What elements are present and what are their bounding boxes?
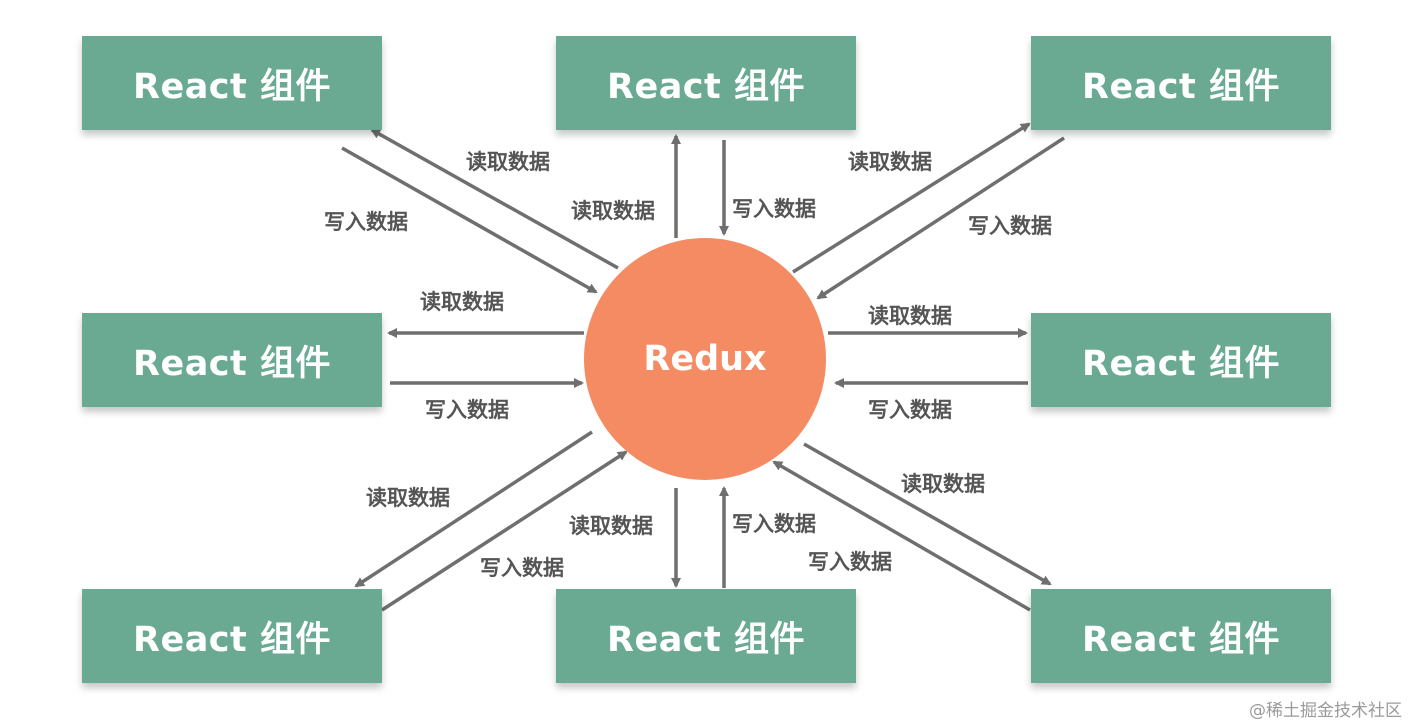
arrow-read-bottom-left	[354, 430, 593, 588]
react-component-middle-left: React 组件	[82, 313, 382, 407]
react-component-top-right: React 组件	[1031, 36, 1331, 130]
label-write-middle-right: 写入数据	[868, 398, 952, 422]
react-component-bottom-center: React 组件	[556, 589, 856, 683]
watermark: @稀土掘金技术社区	[1249, 701, 1402, 721]
label-write-top-left: 写入数据	[324, 210, 408, 234]
label-write-top-right: 写入数据	[968, 214, 1052, 238]
arrow-write-bottom-right	[772, 460, 1031, 612]
label-read-top-right: 读取数据	[848, 150, 932, 174]
label-write-bottom-center: 写入数据	[732, 512, 816, 536]
label-read-top-center: 读取数据	[571, 199, 655, 223]
react-component-top-left: React 组件	[82, 36, 382, 130]
label-read-middle-right: 读取数据	[868, 304, 952, 328]
react-component-top-center: React 组件	[556, 36, 856, 130]
react-component-middle-right: React 组件	[1031, 313, 1331, 407]
label-write-bottom-right: 写入数据	[808, 550, 892, 574]
arrow-read-top-left	[370, 128, 619, 270]
react-component-bottom-left: React 组件	[82, 589, 382, 683]
label-write-top-center: 写入数据	[732, 197, 816, 221]
arrow-read-top-right	[792, 122, 1031, 274]
label-read-bottom-left: 读取数据	[366, 486, 450, 510]
label-write-middle-left: 写入数据	[425, 398, 509, 422]
react-component-bottom-right: React 组件	[1031, 589, 1331, 683]
label-write-bottom-left: 写入数据	[480, 556, 564, 580]
label-read-bottom-center: 读取数据	[569, 514, 653, 538]
arrow-write-top-left	[341, 146, 598, 294]
label-read-bottom-right: 读取数据	[901, 472, 985, 496]
label-read-middle-left: 读取数据	[420, 290, 504, 314]
arrow-write-bottom-left	[381, 450, 628, 612]
redux-store-node: Redux	[584, 238, 826, 480]
arrow-write-top-right	[816, 136, 1065, 300]
label-read-top-left: 读取数据	[466, 150, 550, 174]
arrow-read-bottom-right	[803, 442, 1052, 586]
